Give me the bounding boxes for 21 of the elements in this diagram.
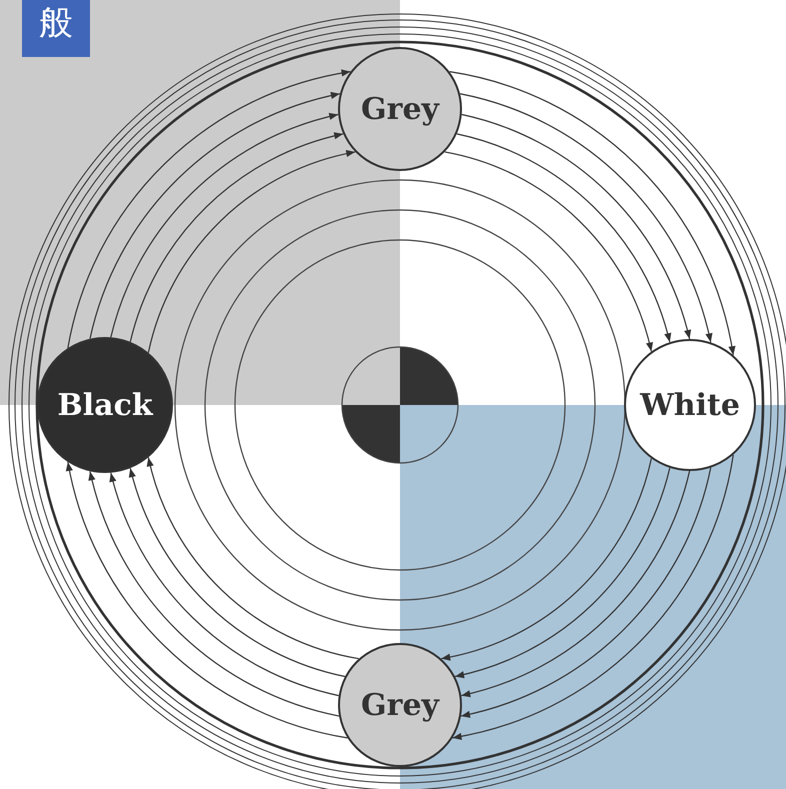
- arrow: [130, 132, 344, 342]
- arrow: [462, 114, 690, 340]
- arrow: [148, 150, 356, 353]
- arrow: [110, 113, 338, 338]
- arrow: [456, 133, 671, 342]
- arrow: [449, 71, 735, 356]
- arrow: [441, 458, 652, 660]
- arrow: [89, 471, 340, 717]
- arrow: [460, 93, 712, 342]
- arrow: [129, 468, 346, 678]
- arrow: [147, 457, 359, 660]
- arrow: [66, 462, 348, 738]
- arrow: [461, 470, 690, 697]
- arrow: [444, 151, 652, 352]
- arrow: [67, 70, 351, 348]
- chapter-tab: 般: [22, 0, 90, 57]
- arrow: [454, 468, 670, 678]
- arrow: [110, 472, 339, 696]
- arrow: [89, 92, 340, 339]
- arrow: [460, 468, 712, 718]
- arrow: [452, 454, 734, 740]
